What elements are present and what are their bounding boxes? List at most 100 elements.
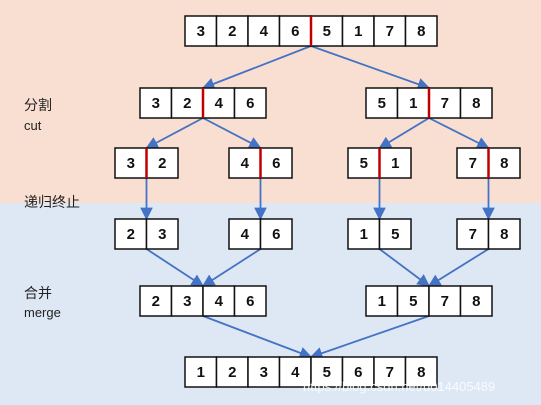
array-cell <box>278 15 312 47</box>
array-cell <box>487 218 521 250</box>
array-cell-value: 7 <box>469 155 477 172</box>
array-cell-value: 3 <box>158 226 166 243</box>
array-cell <box>365 285 399 317</box>
array-cell-value: 3 <box>127 155 135 172</box>
array-cell <box>459 285 493 317</box>
array-cell <box>456 218 490 250</box>
array-cell-value: 7 <box>441 293 449 310</box>
array-cell <box>347 147 381 179</box>
array-cell <box>310 15 344 47</box>
array-cell-value: 3 <box>183 293 191 310</box>
flow-arrow <box>202 117 262 149</box>
flow-arrow <box>310 45 431 91</box>
array-cell-value: 5 <box>391 226 399 243</box>
array-cell <box>310 356 344 388</box>
array-cell <box>202 285 236 317</box>
flow-arrow <box>428 117 490 149</box>
array-cell <box>233 87 267 119</box>
array-cell-value: 5 <box>360 155 368 172</box>
array-cell-value: 6 <box>246 95 254 112</box>
array-cell <box>278 356 312 388</box>
array-cell-value: 8 <box>472 293 480 310</box>
array-cell <box>233 285 267 317</box>
array-cell-value: 6 <box>354 364 362 381</box>
array-cell-value: 2 <box>158 155 166 172</box>
array-cell-value: 4 <box>260 23 269 40</box>
array-cell <box>228 218 262 250</box>
array-cell-value: 6 <box>291 23 299 40</box>
array-cell-value: 7 <box>386 23 394 40</box>
array-cell-value: 6 <box>272 155 280 172</box>
array-cell <box>114 218 148 250</box>
flow-arrow <box>427 248 489 287</box>
array-cell-value: 2 <box>228 364 236 381</box>
array-cell-value: 4 <box>241 155 250 172</box>
array-cell <box>459 87 493 119</box>
flow-arrow <box>201 248 261 287</box>
array-cell-value: 7 <box>441 95 449 112</box>
array-cell-value: 4 <box>215 95 224 112</box>
array-cell-value: 1 <box>391 155 399 172</box>
array-cell-value: 5 <box>378 95 386 112</box>
array-cell <box>404 15 438 47</box>
flow-arrow <box>201 45 312 90</box>
merge-label-en: merge <box>24 305 61 320</box>
array-cell-value: 1 <box>354 23 362 40</box>
arrows <box>140 45 495 360</box>
array-cell-value: 1 <box>197 364 205 381</box>
flow-arrow <box>146 248 205 287</box>
array-cell-value: 8 <box>500 155 508 172</box>
array-cell-value: 3 <box>260 364 268 381</box>
flow-arrow <box>378 248 431 287</box>
array-cell <box>456 147 490 179</box>
array-cell <box>428 87 462 119</box>
stop-label-zh: 递归终止 <box>24 194 80 211</box>
array-cell-value: 3 <box>152 95 160 112</box>
array-cell-value: 5 <box>409 293 417 310</box>
array-cell-value: 7 <box>469 226 477 243</box>
array-cell <box>170 87 204 119</box>
array-cell-value: 6 <box>246 293 254 310</box>
array-cell <box>259 218 293 250</box>
array-l1a: 3 2 4 6 <box>139 87 267 119</box>
array-cell <box>184 356 218 388</box>
array-cell <box>428 285 462 317</box>
array-cell <box>341 356 375 388</box>
array-cell <box>404 356 438 388</box>
flow-arrow <box>145 117 204 149</box>
array-cell-value: 4 <box>241 226 250 243</box>
array-cell <box>215 356 249 388</box>
watermark: https://blog.csdn.net/u014405489 <box>303 379 495 394</box>
array-cell-value: 8 <box>417 364 425 381</box>
array-cell-value: 8 <box>500 226 508 243</box>
array-cell-value: 6 <box>272 226 280 243</box>
array-cell <box>145 218 179 250</box>
array-cell-value: 8 <box>472 95 480 112</box>
array-cell <box>259 147 293 179</box>
array-cell-value: 2 <box>183 95 191 112</box>
array-cell <box>341 15 375 47</box>
array-cell-value: 2 <box>127 226 135 243</box>
array-cell <box>378 147 412 179</box>
array-cell-value: 3 <box>197 23 205 40</box>
array-cell-value: 5 <box>323 364 331 381</box>
array-cell-value: 1 <box>409 95 417 112</box>
flow-arrow <box>309 315 430 360</box>
array-cell <box>145 147 179 179</box>
array-cell <box>378 218 412 250</box>
array-cell-value: 4 <box>215 293 224 310</box>
array-cell <box>373 356 407 388</box>
array-cell-value: 5 <box>323 23 331 40</box>
array-l1b: 5 1 7 8 <box>365 87 493 119</box>
array-cell-value: 1 <box>360 226 368 243</box>
